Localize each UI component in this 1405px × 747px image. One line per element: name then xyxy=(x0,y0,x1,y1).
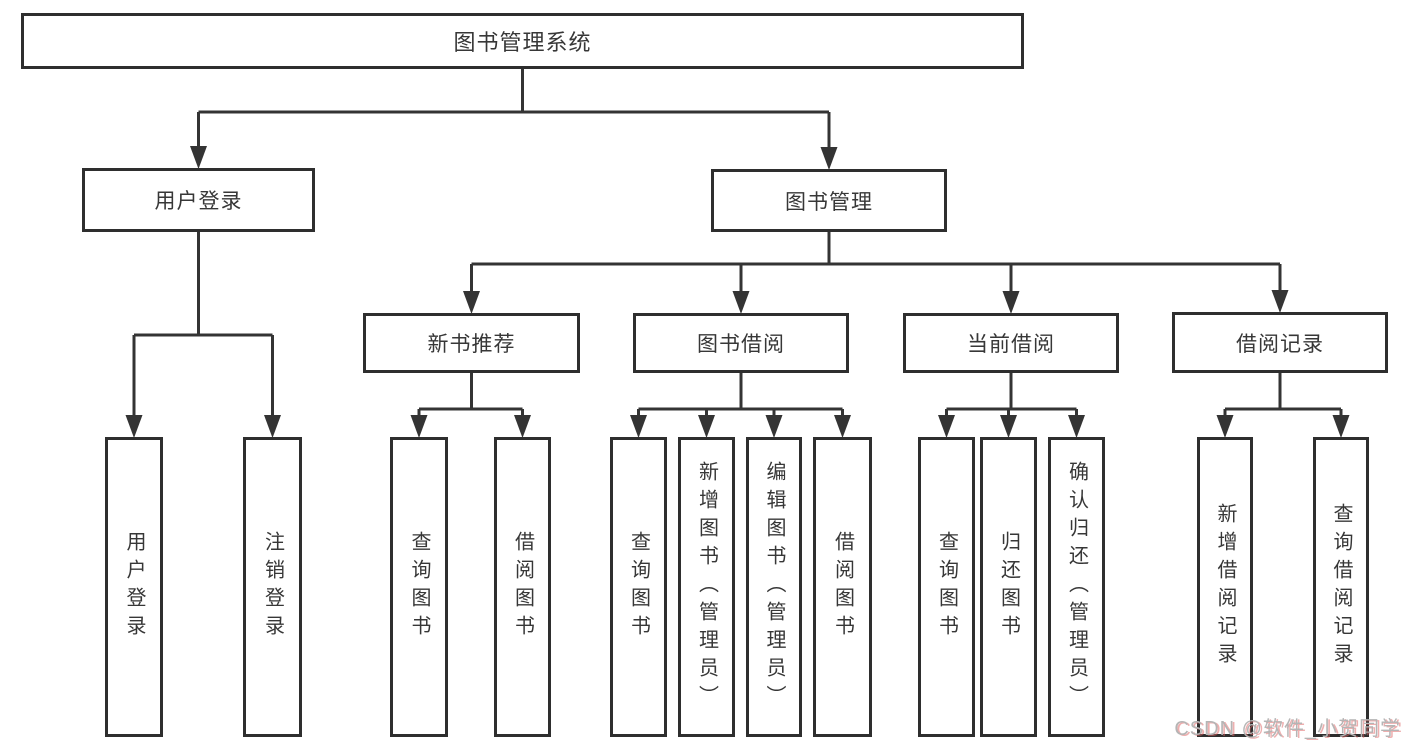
node-label: 用户登录 xyxy=(123,531,145,643)
node-label: 图书管理系统 xyxy=(453,30,592,55)
node-label: 归还图书 xyxy=(997,531,1020,643)
node-new-books: 新书推荐 xyxy=(363,313,580,373)
node-current-borrow: 当前借阅 xyxy=(903,313,1119,373)
node-label: 查询图书 xyxy=(627,531,650,643)
node-leaf-current-return: 归还图书 xyxy=(980,437,1037,737)
node-label: 新增图书（管理员） xyxy=(695,461,718,713)
node-label: 注销登录 xyxy=(261,531,284,643)
node-leaf-user-login: 用户登录 xyxy=(105,437,163,737)
node-book-borrow: 图书借阅 xyxy=(633,313,849,373)
node-leaf-borrow-add: 新增图书（管理员） xyxy=(678,437,735,737)
node-label: 确认归还（管理员） xyxy=(1065,461,1088,713)
node-leaf-newbook-query: 查询图书 xyxy=(390,437,448,737)
node-user-login: 用户登录 xyxy=(82,168,315,232)
node-book-mgmt: 图书管理 xyxy=(711,169,947,232)
watermark: CSDN @软件_小贺同学 xyxy=(1174,718,1401,740)
node-label: 新增借阅记录 xyxy=(1214,503,1236,671)
node-leaf-record-query: 查询借阅记录 xyxy=(1313,437,1369,737)
node-label: 编辑图书（管理员） xyxy=(763,461,785,713)
node-label: 查询借阅记录 xyxy=(1330,503,1352,671)
node-label: 新书推荐 xyxy=(427,333,516,356)
node-leaf-borrow-edit: 编辑图书（管理员） xyxy=(746,437,802,737)
node-label: 查询图书 xyxy=(935,531,958,643)
node-root: 图书管理系统 xyxy=(21,13,1024,69)
node-leaf-current-confirm: 确认归还（管理员） xyxy=(1048,437,1105,737)
node-label: 借阅记录 xyxy=(1236,332,1324,356)
node-label: 当前借阅 xyxy=(967,333,1055,356)
node-borrow-records: 借阅记录 xyxy=(1172,312,1388,373)
node-label: 用户登录 xyxy=(154,190,243,213)
node-leaf-logout: 注销登录 xyxy=(243,437,302,737)
node-label: 查询图书 xyxy=(408,531,430,643)
node-leaf-borrow-query: 查询图书 xyxy=(610,437,667,737)
node-leaf-borrow-borrow: 借阅图书 xyxy=(813,437,872,737)
node-leaf-record-add: 新增借阅记录 xyxy=(1197,437,1253,737)
node-label: 借阅图书 xyxy=(831,531,854,643)
node-leaf-newbook-borrow: 借阅图书 xyxy=(494,437,551,737)
node-label: 借阅图书 xyxy=(511,531,534,643)
node-leaf-current-query: 查询图书 xyxy=(918,437,975,737)
node-label: 图书借阅 xyxy=(697,333,785,356)
node-label: 图书管理 xyxy=(785,190,873,214)
